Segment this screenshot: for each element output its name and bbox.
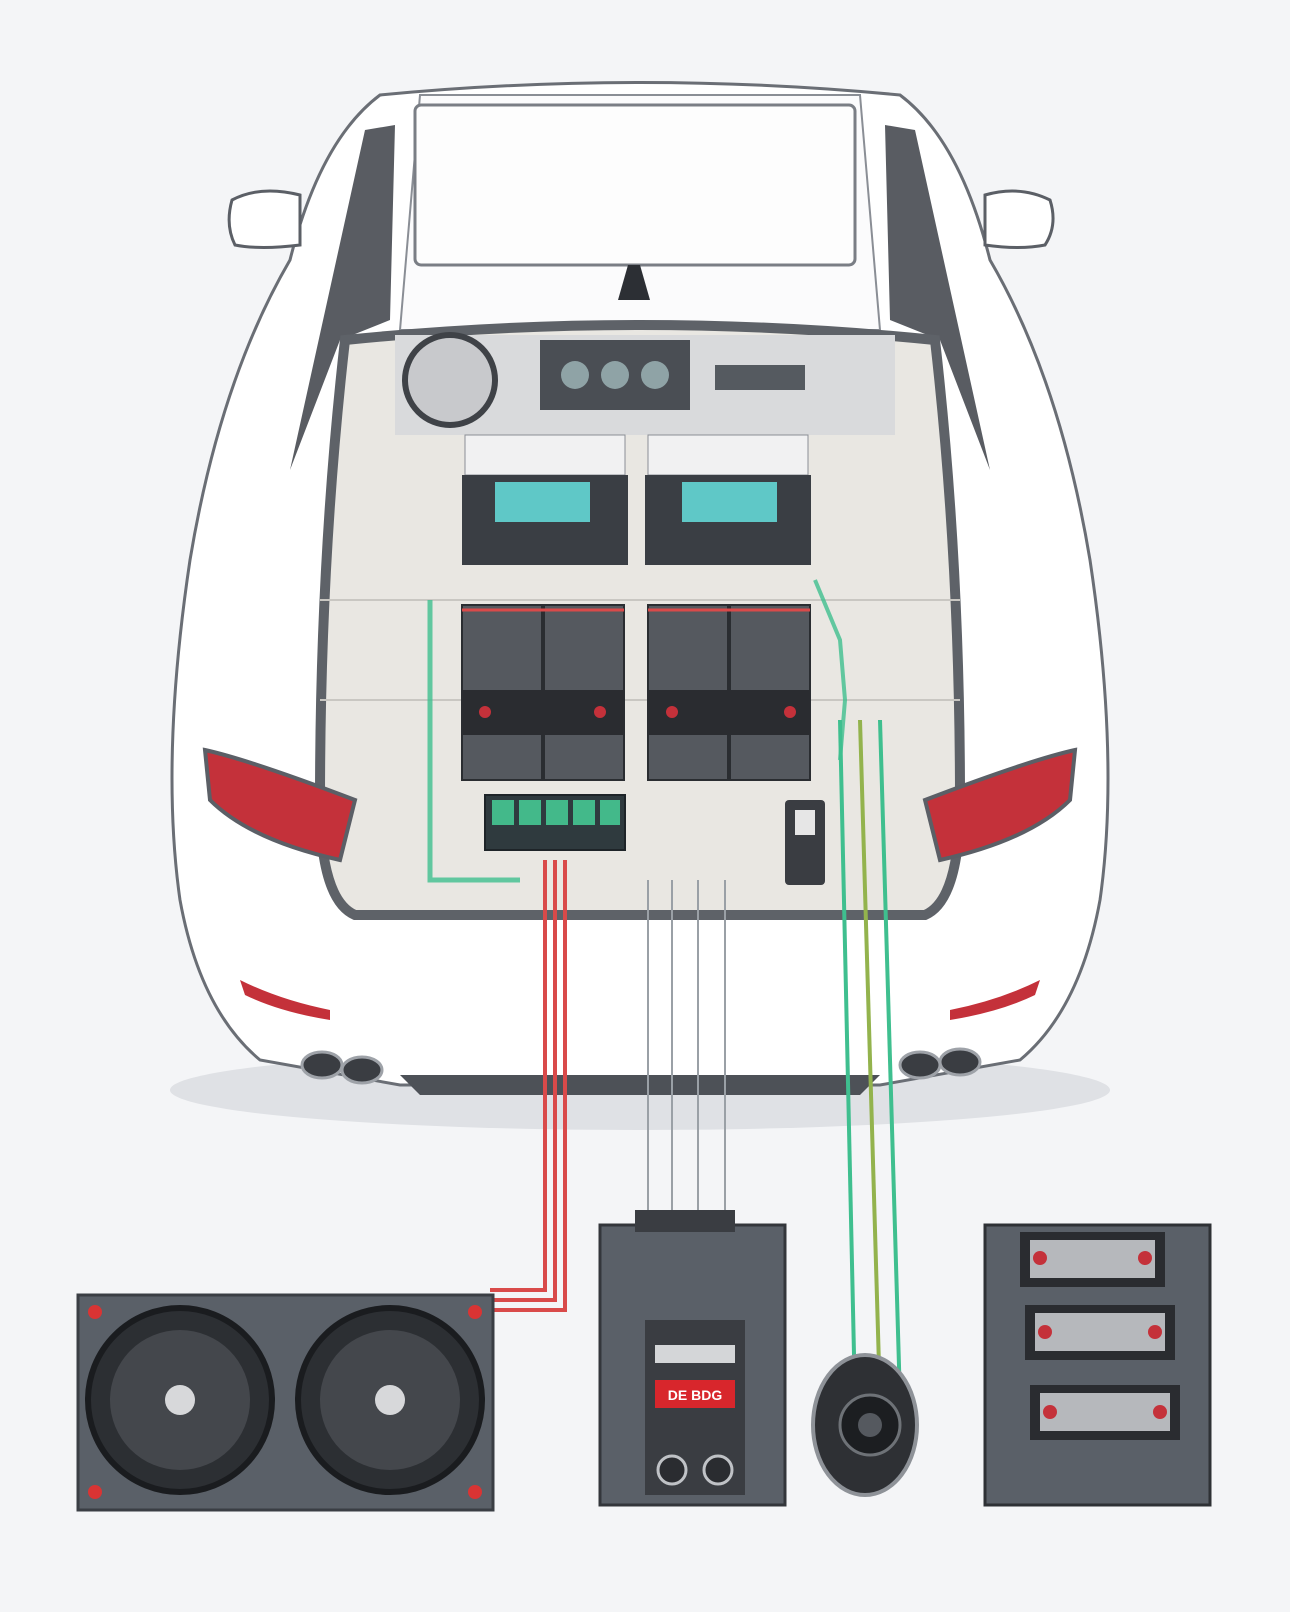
right-mirror xyxy=(983,189,1055,249)
amplifiers xyxy=(462,434,811,565)
left-taillight xyxy=(202,747,358,863)
subwoofer-enclosure xyxy=(76,1293,495,1512)
right-taillight xyxy=(922,747,1078,863)
batteries xyxy=(461,604,811,781)
left-mirror xyxy=(227,189,302,249)
wires xyxy=(490,719,902,1401)
amp-screen xyxy=(682,482,777,522)
control-module: DE BDG xyxy=(598,1210,787,1507)
amplifier-1 xyxy=(462,434,628,565)
exhaust-left-1 xyxy=(300,1050,344,1080)
exhaust-left-2 xyxy=(340,1055,384,1085)
fuse-block xyxy=(484,794,825,885)
amp-screen xyxy=(495,482,590,522)
car xyxy=(170,81,1110,1095)
crossover-unit xyxy=(983,1223,1212,1507)
svg-text:DE BDG: DE BDG xyxy=(668,1387,723,1403)
round-speaker xyxy=(811,1353,919,1497)
amplifier-2 xyxy=(645,434,811,565)
steering-wheel xyxy=(402,332,498,428)
module-badge xyxy=(655,1380,735,1408)
sunroof xyxy=(413,103,857,267)
